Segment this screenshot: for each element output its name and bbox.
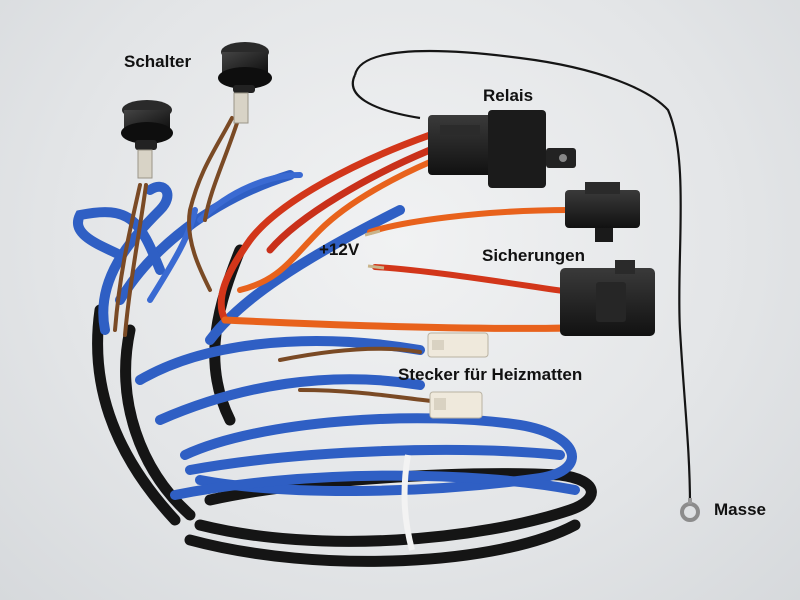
red-wires bbox=[217, 131, 574, 332]
label-schalter: Schalter bbox=[124, 52, 192, 71]
label-sicherungen: Sicherungen bbox=[482, 246, 585, 265]
blue-loose-wires bbox=[147, 172, 303, 303]
label-plus12v: +12V bbox=[319, 240, 360, 259]
label-stecker: Stecker für Heizmatten bbox=[398, 365, 583, 384]
relay bbox=[428, 110, 576, 188]
label-relais: Relais bbox=[483, 86, 534, 105]
ground-wire-lower bbox=[351, 74, 421, 120]
connector-lower bbox=[429, 391, 483, 419]
connector-upper bbox=[427, 332, 489, 358]
switch-right bbox=[218, 42, 272, 124]
switch-left bbox=[121, 100, 173, 179]
ground-wire bbox=[353, 49, 692, 506]
blue-wire-coil bbox=[73, 170, 580, 500]
fuse-holder-upper bbox=[565, 182, 640, 242]
ground-ring-terminal bbox=[680, 502, 700, 522]
cable-tie bbox=[401, 454, 415, 551]
fuse-holder-lower bbox=[560, 260, 655, 336]
black-wire-coil bbox=[92, 244, 597, 567]
label-masse: Masse bbox=[714, 500, 766, 519]
brown-wires bbox=[113, 116, 442, 404]
